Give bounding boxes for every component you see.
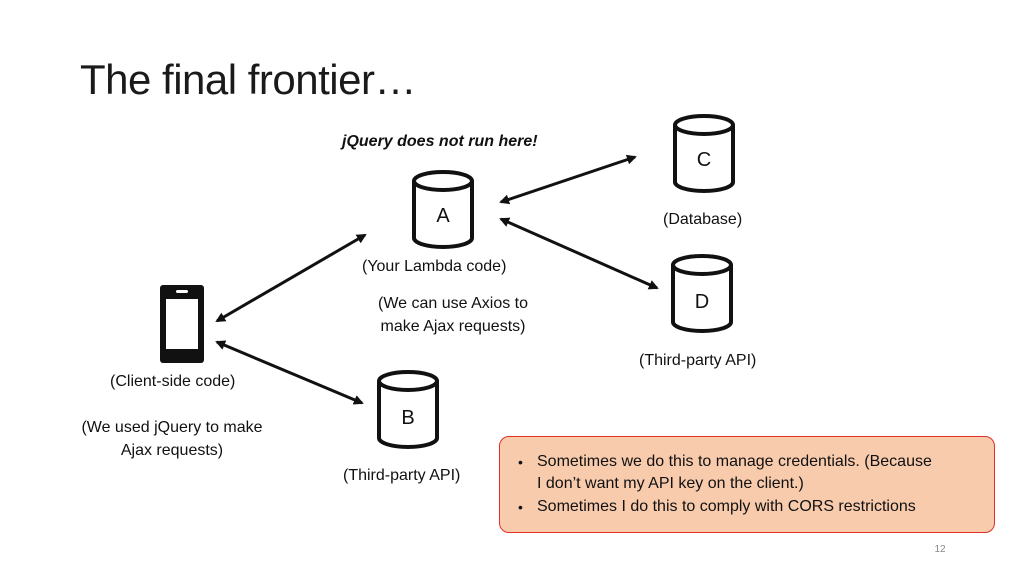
node-d-label: (Third-party API) [639,352,757,369]
client-note-line1: (We used jQuery to make [81,419,263,436]
node-a-note-line1: (We can use Axios to [378,295,528,312]
database-icon-d: D [671,254,733,333]
bullet-icon: • [518,499,523,515]
client-label: (Client-side code) [110,373,236,390]
smartphone-icon [160,285,204,363]
node-a-note-line2: make Ajax requests) [380,318,526,335]
callout-list: • Sometimes we do this to manage credent… [510,451,980,518]
jquery-warning-note: jQuery does not run here! [342,133,538,150]
page-number: 12 [934,544,946,555]
slide-title: The final frontier… [80,56,416,103]
node-a-label: (Your Lambda code) [362,258,507,275]
node-a-note: (We can use Axios to make Ajax requests) [363,292,543,338]
callout-item-line1: Sometimes we do this to manage credentia… [537,453,932,470]
database-icon-c: C [673,114,735,193]
database-icon-b: B [377,370,439,449]
arrow-a-to-c [499,154,637,205]
callout-item: • Sometimes we do this to manage credent… [510,451,980,495]
arrow-client-to-a [215,233,367,323]
client-note: (We used jQuery to make Ajax requests) [62,416,282,462]
database-b-letter: B [401,407,414,429]
callout-item-line1: Sometimes I do this to comply with CORS … [537,498,916,515]
arrow-a-to-d [499,217,659,290]
node-c-label: (Database) [663,211,743,228]
callout-item: • Sometimes I do this to comply with COR… [510,496,980,518]
node-b-label: (Third-party API) [343,467,461,484]
database-icon-a: A [412,170,474,249]
database-d-letter: D [695,291,709,313]
callout-item-line2: I don’t want my API key on the client.) [537,475,804,492]
database-c-letter: C [697,149,711,171]
callout-box: • Sometimes we do this to manage credent… [499,436,995,533]
bullet-icon: • [518,454,523,470]
database-a-letter: A [436,205,450,227]
arrow-client-to-b [215,340,364,405]
client-note-line2: Ajax requests) [120,442,224,459]
